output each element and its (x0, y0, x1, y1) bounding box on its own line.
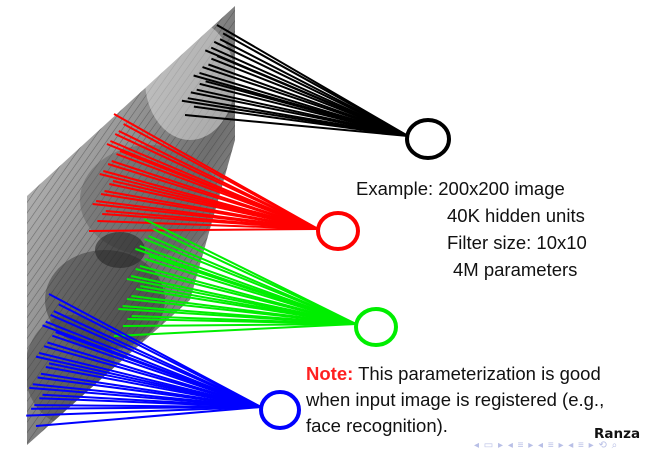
red-connection-line (114, 133, 319, 230)
note-label: Note: (306, 363, 354, 384)
blue-connection-line (37, 376, 262, 408)
green-unit-connections (113, 218, 357, 337)
blue-connection-line (43, 345, 262, 408)
note-line-3: face recognition). (306, 415, 448, 436)
blue-connection-line (39, 397, 262, 408)
example-line-2: 40K hidden units (447, 205, 585, 226)
green-connection-line (122, 323, 357, 327)
blue-unit-connections (26, 293, 262, 427)
green-connection-line (144, 258, 357, 325)
red-connection-line (92, 203, 319, 230)
blue-connection-line (50, 313, 262, 408)
blue-connection-line (35, 355, 262, 408)
black-hidden-unit (405, 118, 451, 160)
red-connection-line (99, 173, 319, 230)
black-connection-line (193, 74, 409, 137)
example-line-3: Filter size: 10x10 (447, 232, 587, 253)
black-connection-line (202, 66, 409, 137)
blue-connection-line (31, 406, 262, 410)
example-line-1: Example: 200x200 image (356, 178, 565, 199)
red-unit-connections (88, 113, 319, 232)
green-hidden-unit (354, 307, 398, 347)
green-connection-line (127, 318, 357, 325)
black-unit-connections (181, 24, 409, 137)
black-connection-line (181, 99, 409, 137)
example-line-4: 4M parameters (453, 259, 578, 280)
black-connection-line (199, 82, 409, 137)
green-connection-line (135, 268, 357, 325)
black-connection-line (211, 57, 409, 137)
green-connection-line (135, 288, 357, 325)
green-connection-line (135, 248, 357, 325)
red-connection-line (102, 213, 319, 230)
green-connection-line (126, 298, 357, 325)
black-connection-line (184, 114, 409, 137)
footer-author: Ranza (594, 426, 641, 442)
blue-connection-line (58, 303, 262, 408)
red-connection-line (97, 220, 319, 230)
blue-connection-line (42, 324, 262, 408)
note-line-2: when input image is registered (e.g., (306, 389, 605, 410)
blue-connection-line (45, 366, 262, 408)
green-connection-line (118, 308, 357, 325)
green-connection-line (152, 228, 357, 325)
blue-connection-line (51, 334, 262, 408)
black-connection-line (222, 32, 409, 137)
red-connection-line (106, 143, 319, 230)
blue-connection-line (35, 406, 262, 427)
blue-connection-line (26, 406, 262, 417)
green-connection-line (113, 323, 357, 337)
green-connection-line (143, 238, 357, 325)
black-connection-line (190, 91, 409, 137)
red-hidden-unit (316, 211, 360, 251)
note-line-1: Note: This parameterization is good (306, 363, 601, 385)
red-connection-line (100, 193, 319, 230)
black-connection-line (213, 40, 409, 137)
blue-connection-line (29, 386, 262, 408)
red-connection-line (88, 228, 319, 232)
red-connection-line (123, 123, 319, 230)
red-connection-line (116, 153, 319, 230)
red-connection-line (109, 183, 319, 230)
blue-hidden-unit (259, 390, 301, 430)
red-connection-line (107, 163, 319, 230)
green-connection-line (126, 278, 357, 325)
slide-navigation-bar[interactable]: ◂ ▭ ▸ ◂ ≡ ▸ ◂ ≡ ▸ ◂ ≡ ▸ ⟲ ⌕ (474, 440, 619, 451)
note-line-1-rest: This parameterization is good (353, 363, 601, 384)
